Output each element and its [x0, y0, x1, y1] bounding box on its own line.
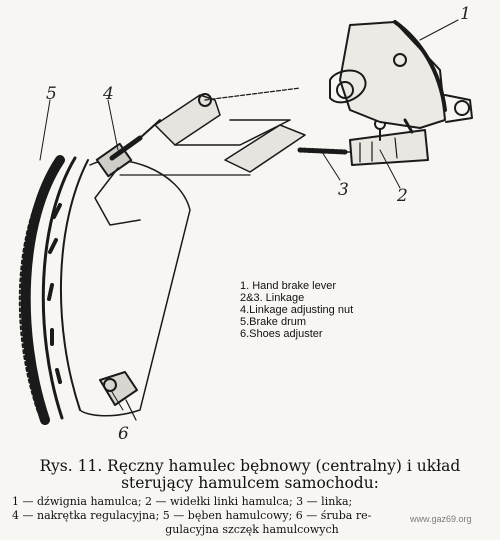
- legend-item: 2&3. Linkage: [240, 292, 305, 304]
- leader-lines: [39, 19, 459, 411]
- watermark: www.gaz69.org: [410, 514, 472, 524]
- linkage-bracket: [119, 93, 306, 176]
- callout-6: 6: [118, 424, 129, 444]
- legend-item: 6.Shoes adjuster: [240, 328, 323, 340]
- callout-4: 4: [103, 84, 114, 104]
- legend-item: 1. Hand brake lever: [240, 280, 336, 292]
- callout-5: 5: [46, 84, 57, 104]
- legend-item: 5.Brake drum: [240, 316, 307, 328]
- figure-caption: Rys. 11. Ręczny hamulec bębnowy (central…: [0, 458, 500, 492]
- callout-2: 2: [397, 186, 408, 206]
- callout-3: 3: [338, 180, 349, 200]
- adjusting-nut: [94, 119, 161, 226]
- hand-brake-lever: [329, 20, 473, 134]
- caption-line-2: sterujący hamulcem samochodu:: [121, 474, 379, 492]
- legend: 1. Hand brake lever 2&3. Linkage 4.Linka…: [240, 280, 353, 340]
- caption-body: 1 — dźwignia hamulca; 2 — widełki linki …: [12, 495, 492, 537]
- caption-line-1: Rys. 11. Ręczny hamulec bębnowy (central…: [39, 457, 461, 475]
- callout-1: 1: [460, 4, 471, 24]
- clevis-fork: [349, 118, 429, 166]
- shoes-adjuster: [99, 371, 138, 421]
- brake-drum: [18, 155, 191, 425]
- brake-drawing: [18, 19, 473, 425]
- legend-item: 4.Linkage adjusting nut: [240, 304, 354, 316]
- caption-body-line-3: gulacyjna szczęk hamulcowych: [165, 523, 339, 536]
- caption-body-line-1: 1 — dźwignia hamulca; 2 — widełki linki …: [12, 495, 353, 508]
- caption-body-line-2: 4 — nakrętka regulacyjna; 5 — bęben hamu…: [12, 509, 372, 522]
